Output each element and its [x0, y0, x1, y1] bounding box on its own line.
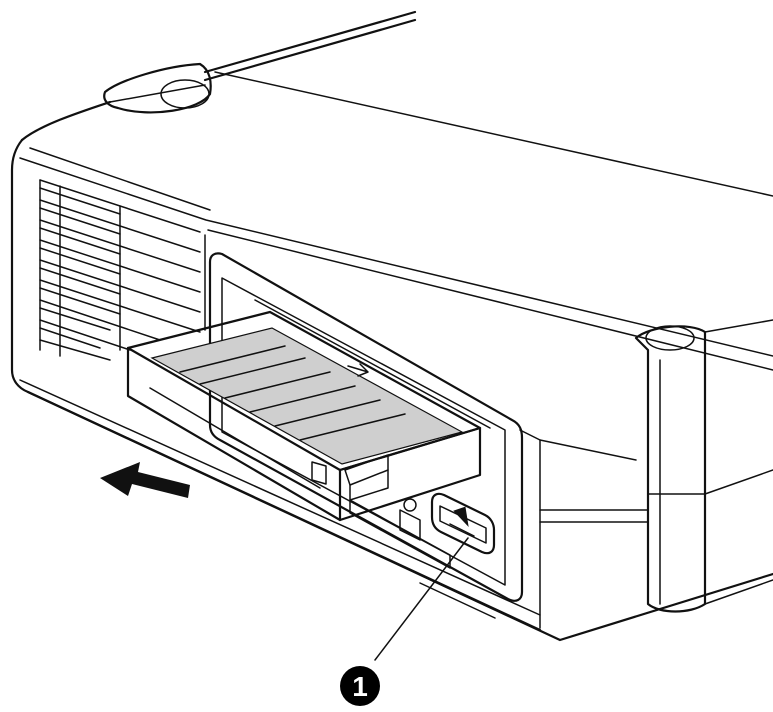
- tape-cartridge: [126, 310, 482, 522]
- callout-label: 1: [352, 671, 368, 702]
- eject-button[interactable]: [430, 492, 496, 555]
- callout-badge: [340, 666, 380, 706]
- cartridge-label: [150, 327, 464, 465]
- ventilation-grille: [39, 179, 201, 361]
- front-foot: [634, 319, 773, 613]
- power-cable: [203, 10, 417, 82]
- callout-1: 1: [340, 537, 469, 706]
- arrow-left-icon: [100, 462, 190, 498]
- front-bezel: [208, 252, 524, 619]
- side-panel: [539, 439, 649, 523]
- arrow-up-icon: [347, 363, 369, 377]
- eject-icon: [449, 506, 475, 537]
- drive-housing: [10, 71, 773, 642]
- rear-foot: [103, 62, 212, 114]
- status-led: [403, 498, 417, 512]
